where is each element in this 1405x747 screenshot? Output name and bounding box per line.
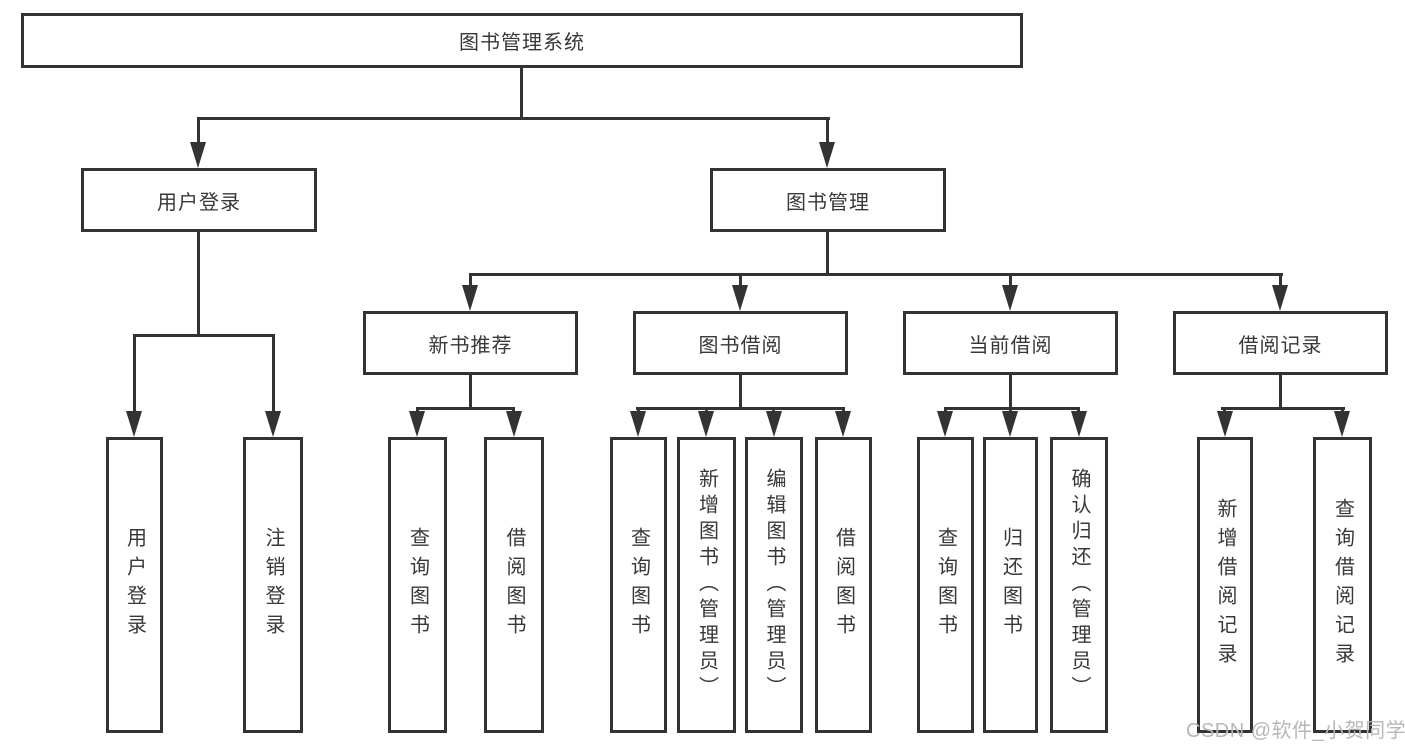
connector-line: [133, 334, 275, 337]
leaf-label: 借阅图书: [832, 527, 855, 643]
node-root: 图书管理系统: [21, 13, 1023, 68]
node-borrow-records: 借阅记录: [1173, 311, 1388, 375]
leaf-label: 用户登录: [123, 527, 146, 643]
leaf-label: 查询图书: [934, 527, 957, 643]
arrow-down-icon: [1071, 411, 1087, 437]
leaf-borrow-books-2: 借阅图书: [815, 437, 872, 733]
leaf-label: 确认归还（管理员）: [1068, 468, 1090, 702]
arrow-down-icon: [126, 411, 142, 437]
connector-line: [1077, 407, 1080, 414]
node-book-mgmt: 图书管理: [710, 168, 946, 232]
arrow-down-icon: [1272, 285, 1288, 311]
arrow-down-icon: [937, 411, 953, 437]
arrow-down-icon: [462, 285, 478, 311]
connector-line: [416, 407, 419, 414]
leaf-label: 查询图书: [627, 527, 650, 643]
leaf-confirm-return-admin: 确认归还（管理员）: [1050, 437, 1108, 733]
leaf-add-borrow-record: 新增借阅记录: [1197, 437, 1253, 733]
node-current-borrow-label: 当前借阅: [968, 334, 1053, 357]
connector-line: [512, 407, 515, 414]
connector-line: [944, 407, 947, 414]
connector-line: [416, 407, 515, 410]
node-book-borrow: 图书借阅: [633, 311, 848, 375]
connector-line: [826, 232, 829, 276]
node-new-books: 新书推荐: [363, 311, 578, 375]
connector-line: [1223, 407, 1226, 414]
connector-line: [842, 407, 845, 414]
connector-line: [1221, 407, 1345, 410]
arrow-down-icon: [698, 411, 714, 437]
leaf-query-books-2: 查询图书: [610, 437, 667, 733]
connector-line: [636, 407, 845, 410]
connector-line: [197, 117, 200, 145]
arrow-down-icon: [1217, 411, 1233, 437]
connector-line: [705, 407, 708, 414]
node-book-borrow-label: 图书借阅: [698, 334, 783, 357]
connector-line: [739, 375, 742, 410]
connector-line: [944, 407, 1080, 410]
node-user-login-label: 用户登录: [157, 191, 241, 214]
leaf-label: 新增借阅记录: [1214, 498, 1236, 672]
arrow-down-icon: [766, 411, 782, 437]
leaf-query-borrow-record: 查询借阅记录: [1313, 437, 1372, 733]
connector-line: [469, 375, 472, 410]
node-new-books-label: 新书推荐: [428, 334, 513, 357]
connector-line: [739, 273, 742, 287]
connector-line: [469, 273, 472, 287]
node-current-borrow: 当前借阅: [903, 311, 1118, 375]
arrow-down-icon: [265, 411, 281, 437]
connector-line: [197, 232, 200, 337]
connector-line: [1279, 375, 1282, 410]
arrow-down-icon: [1002, 285, 1018, 311]
arrow-down-icon: [409, 411, 425, 437]
connector-line: [772, 407, 775, 414]
csdn-watermark: CSDN @软件_小贺同学: [1186, 720, 1405, 742]
leaf-user-login: 用户登录: [106, 437, 163, 733]
node-borrow-records-label: 借阅记录: [1238, 334, 1323, 357]
node-root-label: 图书管理系统: [459, 32, 585, 54]
connector-line: [1279, 273, 1282, 287]
leaf-label: 注销登录: [262, 527, 284, 643]
connector-line: [826, 117, 829, 145]
connector-line: [272, 334, 275, 413]
connector-line: [1009, 273, 1012, 287]
leaf-logout: 注销登录: [243, 437, 303, 733]
connector-line: [1009, 407, 1012, 414]
arrow-down-icon: [835, 411, 851, 437]
connector-line: [133, 334, 136, 413]
connector-line: [520, 68, 523, 120]
leaf-label: 编辑图书（管理员）: [763, 468, 785, 702]
leaf-label: 借阅图书: [503, 527, 525, 643]
arrow-down-icon: [630, 411, 646, 437]
arrow-down-icon: [732, 285, 748, 311]
connector-line: [197, 117, 830, 120]
node-book-mgmt-label: 图书管理: [786, 191, 870, 214]
connector-line: [469, 273, 1283, 276]
leaf-label: 查询借阅记录: [1331, 498, 1354, 672]
connector-line: [637, 407, 640, 414]
arrow-down-icon: [190, 142, 206, 168]
leaf-label: 归还图书: [999, 527, 1022, 643]
arrow-down-icon: [506, 411, 522, 437]
connector-line: [1009, 375, 1012, 410]
leaf-query-books-3: 查询图书: [917, 437, 974, 733]
leaf-return-books: 归还图书: [983, 437, 1038, 733]
connector-line: [1341, 407, 1344, 414]
leaf-label: 查询图书: [406, 527, 429, 643]
leaf-add-books-admin: 新增图书（管理员）: [677, 437, 736, 733]
arrow-down-icon: [1002, 411, 1018, 437]
leaf-edit-books-admin: 编辑图书（管理员）: [745, 437, 803, 733]
leaf-query-books-1: 查询图书: [388, 437, 447, 733]
arrow-down-icon: [819, 142, 835, 168]
leaf-borrow-books-1: 借阅图书: [484, 437, 544, 733]
arrow-down-icon: [1334, 411, 1350, 437]
node-user-login: 用户登录: [81, 168, 317, 232]
leaf-label: 新增图书（管理员）: [695, 468, 718, 702]
